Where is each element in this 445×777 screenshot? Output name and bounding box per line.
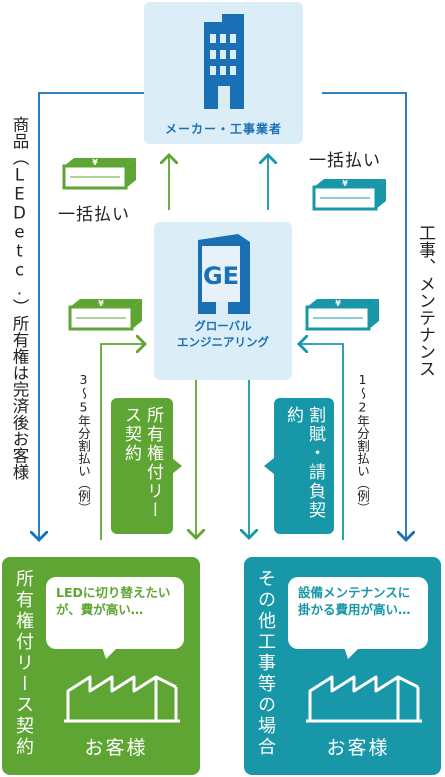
- maker-label: メーカー・工事業者: [164, 122, 282, 136]
- lease-contract-tag: 所有権付リース契約: [111, 398, 173, 534]
- contract-tag: 割賦・請負契約: [274, 398, 334, 534]
- green-money-icon-top: ¥: [62, 158, 136, 190]
- gel-logo-text: GE: [203, 262, 239, 290]
- right-installment-arrow: [299, 344, 344, 540]
- bubble-tail-icon: [102, 647, 118, 659]
- customer-left-side-label: 所有権付リース契約: [13, 569, 34, 758]
- factory-icon: [306, 675, 422, 723]
- green-money-icon-mid: ¥: [68, 299, 142, 331]
- customer-right-panel: その他工事等の場合 設備メンテナンスに掛かる費用が高い… お客様: [244, 557, 441, 775]
- customer-right-name: お客様: [326, 737, 390, 759]
- customer-right-side-label: その他工事等の場合: [255, 569, 276, 758]
- left-installment-arrow: [100, 344, 145, 540]
- right-outer-arrow: [322, 92, 406, 540]
- yen-icon: ¥: [92, 158, 98, 167]
- yen-icon: ¥: [335, 299, 341, 308]
- lump-sum-left: 一括払い: [58, 205, 130, 225]
- lease-tag-pointer: [172, 458, 182, 474]
- factory-icon: [64, 675, 180, 723]
- bubble-tail-icon: [344, 647, 360, 659]
- customer-left-panel: 所有権付リース契約 LEDに切り替えたいが、費が高い… お客様: [2, 557, 200, 775]
- gel-label: グローバル エンジニアリング: [177, 319, 269, 349]
- yen-icon: ¥: [342, 179, 348, 188]
- office-building-icon: [204, 14, 244, 109]
- customer-left-bubble: LEDに切り替えたいが、費が高い…: [46, 577, 184, 649]
- customer-left-name: お客様: [84, 737, 148, 759]
- right-installment-text: 1～2年分割払い（例）: [355, 372, 370, 515]
- teal-money-icon-mid: ¥: [305, 299, 379, 331]
- yen-icon: ¥: [98, 299, 104, 308]
- left-side-text: 商品（LEDetc.）所有権は完済後お客様: [10, 116, 29, 480]
- gel-box: GE グローバル エンジニアリング: [154, 222, 292, 380]
- contract-tag-pointer: [264, 458, 274, 474]
- maker-box: メーカー・工事業者: [144, 2, 303, 144]
- lump-sum-right: 一括払い: [309, 151, 381, 171]
- right-side-text: 工事、メンテナンス: [415, 224, 435, 377]
- customer-right-bubble: 設備メンテナンスに掛かる費用が高い…: [288, 577, 428, 649]
- left-outer-arrow: [39, 92, 145, 540]
- gel-building-icon: GE: [198, 234, 250, 314]
- teal-money-icon-top: ¥: [312, 179, 386, 211]
- left-installment-text: 3～5年分割払い（例）: [76, 372, 91, 515]
